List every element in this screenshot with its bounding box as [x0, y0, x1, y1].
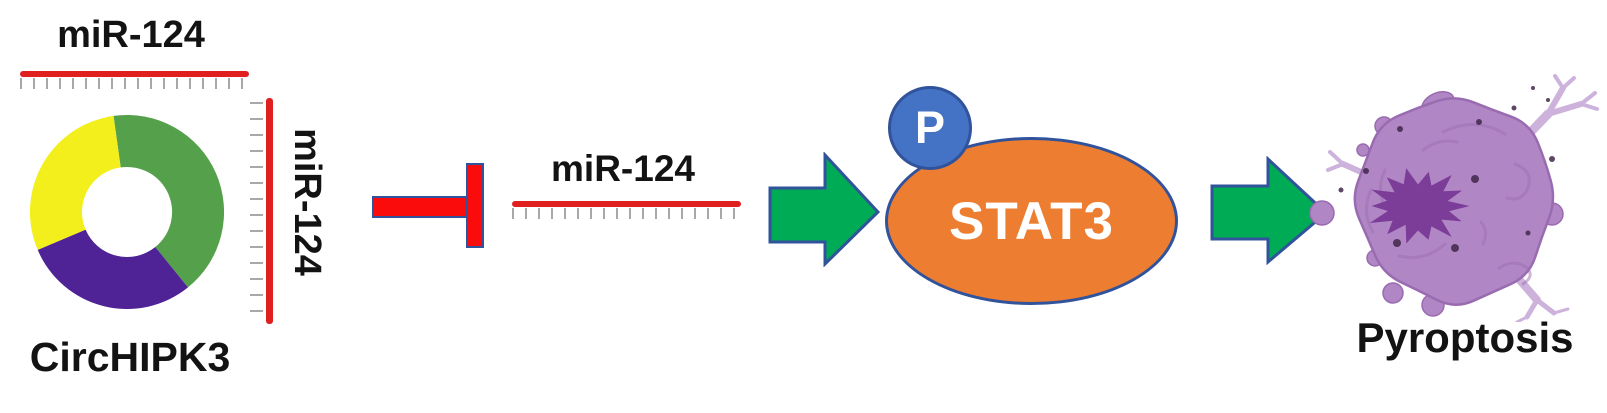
- yellow-arc: [29, 115, 121, 250]
- cell-texture: [1365, 122, 1532, 286]
- inhibition-bar-stem: [372, 196, 469, 218]
- inhibition-bar-head: [466, 163, 484, 248]
- activation-arrow-2-icon: [1210, 156, 1329, 265]
- mir124-free-label: miR-124: [551, 148, 695, 189]
- pyroptotic-cell-illustration: [1309, 74, 1599, 322]
- cell-nucleus: [1369, 168, 1470, 244]
- mir124-free-strand: [512, 201, 741, 219]
- mirna-strand-line: [266, 98, 273, 324]
- pyroptosis-label: Pyroptosis: [1356, 314, 1574, 361]
- mirna-basepair-ticks: [20, 78, 249, 89]
- phospho-circle: P: [888, 86, 972, 170]
- cell-dots: [1338, 86, 1555, 252]
- cell-branches-icon: [1326, 74, 1599, 322]
- activation-arrow-1-icon: [768, 152, 880, 267]
- mirna-basepair-ticks: [512, 208, 741, 219]
- mirna-strand-line: [512, 201, 741, 207]
- mir124-side-label: miR-124: [286, 128, 328, 276]
- mir124-top-strand: [20, 71, 249, 89]
- purple-arc: [37, 229, 189, 309]
- circhipk3-donut: [29, 114, 225, 309]
- cell-body: [1353, 97, 1555, 306]
- mir124-top-label: miR-124: [57, 14, 205, 56]
- phospho-label: P: [914, 102, 945, 153]
- green-arc: [113, 114, 225, 288]
- mirna-strand-line: [20, 71, 249, 77]
- stat3-label: STAT3: [949, 191, 1114, 251]
- mirna-basepair-ticks: [250, 102, 263, 320]
- circhipk3-label: CircHIPK3: [29, 334, 231, 380]
- mir124-side-strand: [250, 98, 273, 324]
